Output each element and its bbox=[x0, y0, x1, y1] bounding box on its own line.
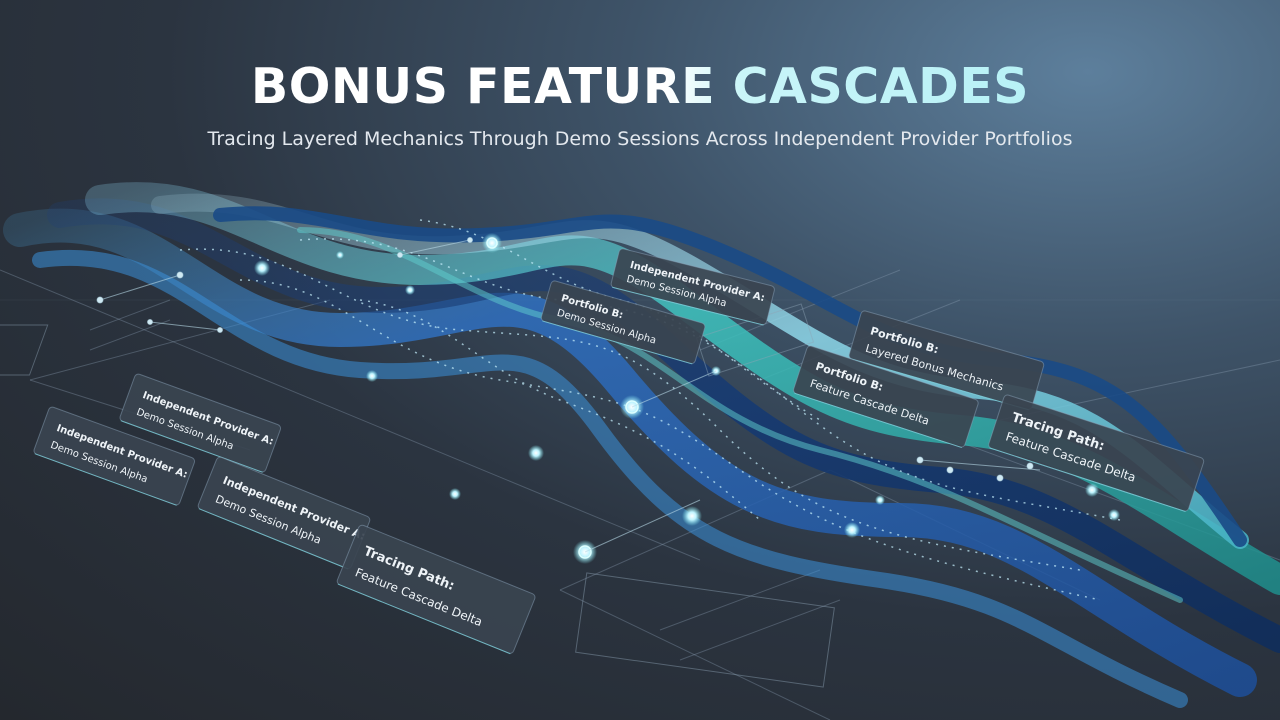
panel-edge-glow bbox=[34, 453, 177, 506]
panel-edge-glow bbox=[120, 420, 263, 473]
panel-edge-glow bbox=[850, 358, 1030, 411]
panel-edge-glow bbox=[198, 508, 349, 570]
glow-nodes bbox=[254, 233, 1120, 564]
label-panels: Independent Provider A:Demo Session Alph… bbox=[33, 248, 1205, 655]
label-panel: Independent Provider A:Demo Session Alph… bbox=[197, 456, 371, 570]
panel-background bbox=[197, 456, 371, 570]
label-panel: Tracing Path:Feature Cascade Delta bbox=[336, 524, 536, 655]
panel-edge-glow bbox=[337, 583, 511, 655]
panel-background bbox=[336, 524, 536, 654]
panel-edge-glow bbox=[989, 447, 1186, 513]
data-blocks bbox=[0, 303, 835, 688]
hero-subtitle: Tracing Layered Mechanics Through Demo S… bbox=[207, 128, 1073, 150]
panel-edge-glow bbox=[794, 392, 962, 449]
panel-edge-glow bbox=[542, 320, 693, 365]
connector-nodes bbox=[96, 237, 1041, 553]
hero-title: BONUS FEATURE CASCADES bbox=[0, 58, 1280, 115]
panel-edge-glow bbox=[612, 286, 764, 326]
label-panel: Independent Provider A:Demo Session Alph… bbox=[610, 248, 775, 326]
